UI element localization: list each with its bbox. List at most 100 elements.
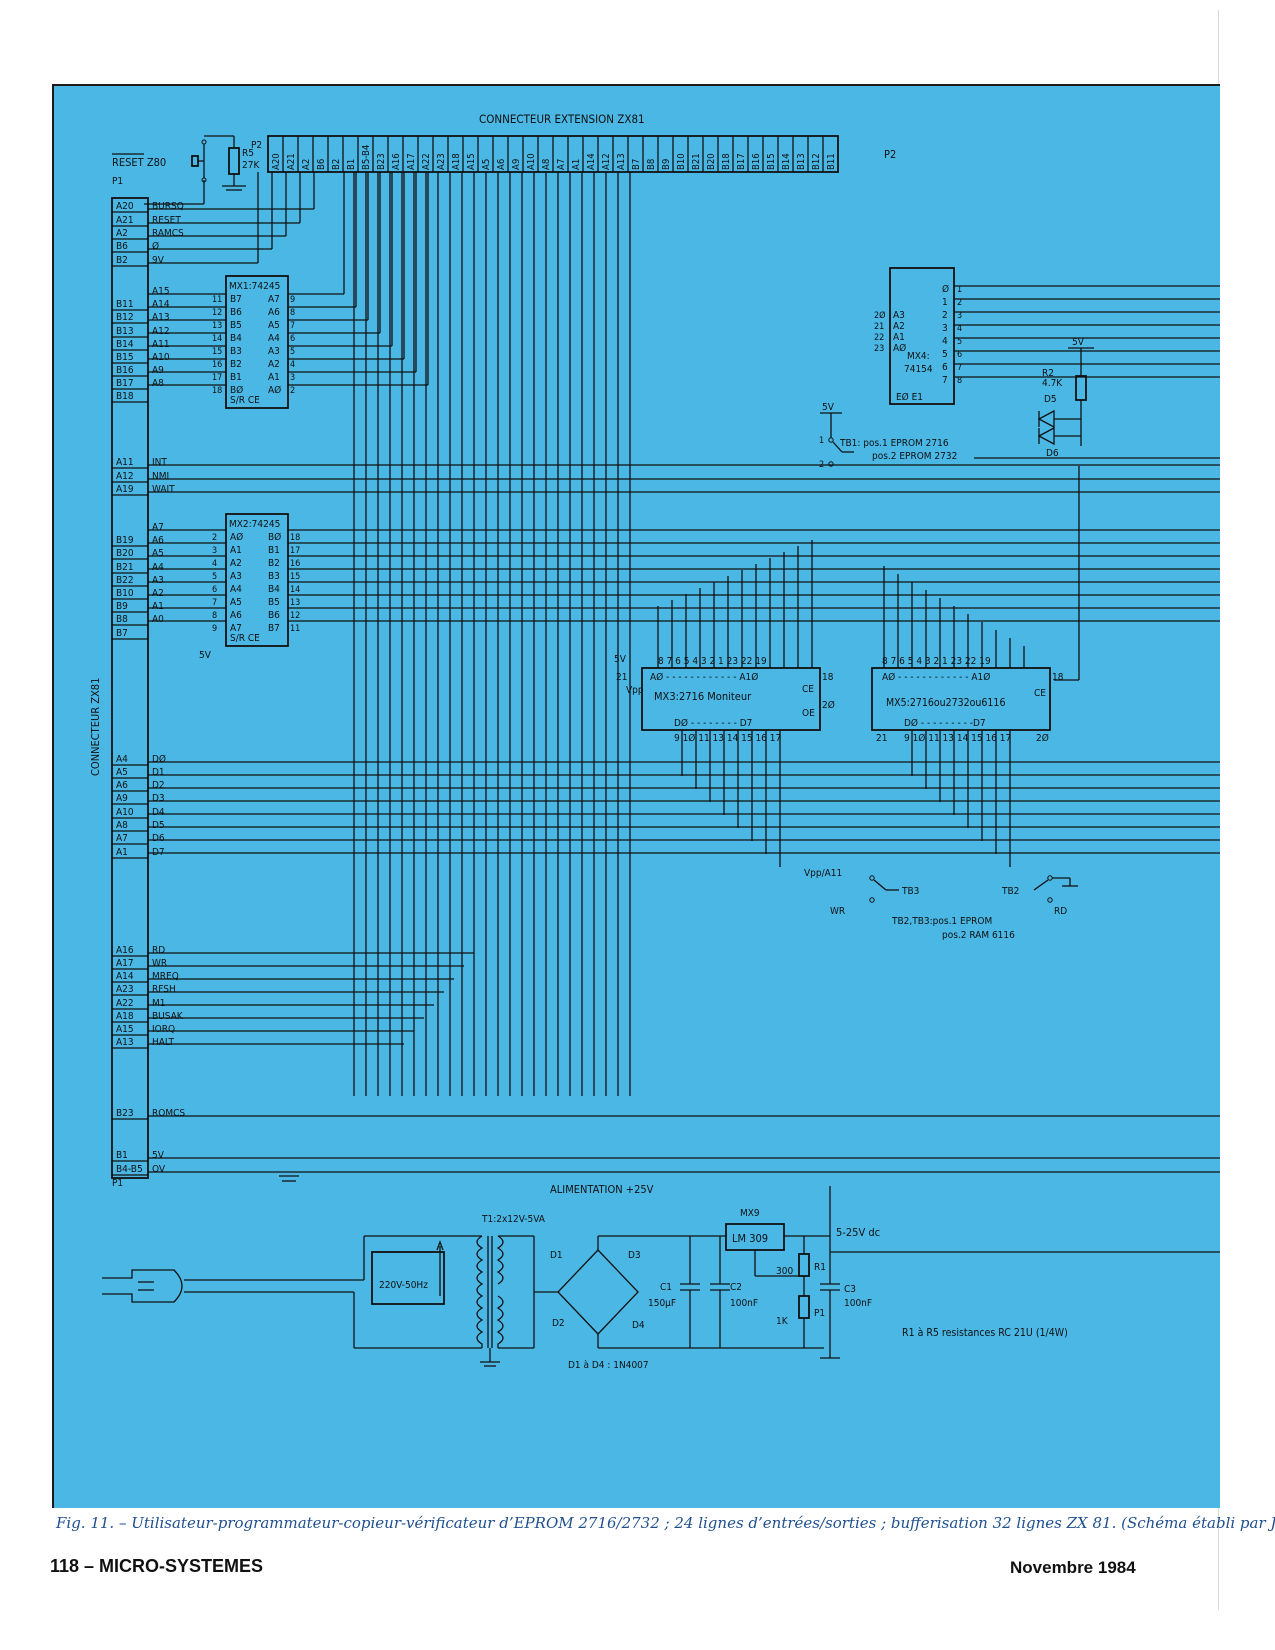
r5-value: 27K (242, 160, 260, 171)
chip-pin-num-left: 5 (212, 572, 217, 582)
chip-pin-left: B6 (230, 307, 242, 318)
chip-pin-left: B4 (230, 333, 242, 344)
mx4-output-num: 2 (957, 298, 962, 308)
tb2-label: TB2 (1001, 886, 1019, 897)
d3-label: D3 (628, 1250, 641, 1261)
chip-pin-num-left: 4 (212, 559, 217, 569)
left-connector-pin: A1 (116, 847, 128, 858)
reset-switch: RESET Z80 R5 27K P2 (112, 135, 262, 205)
transformer-label: T1:2x12V-5VA (481, 1214, 546, 1225)
mx4-output: 5 (942, 349, 948, 360)
d2-label: D2 (552, 1318, 565, 1329)
left-connector-pin: B1 (116, 1150, 128, 1161)
chip-pin-left: B1 (230, 372, 242, 383)
top-connector-pin: B18 (721, 153, 732, 170)
top-connector-pin: A14 (586, 153, 597, 170)
top-connector-pin: B12 (811, 153, 822, 170)
left-connector-pin: B22 (116, 575, 134, 586)
reset-label: RESET Z80 (112, 156, 166, 169)
mx1-title: MX1:74245 (229, 281, 280, 292)
chip-pin-num-left: 7 (212, 598, 217, 608)
chip-pin-num-left: 9 (212, 624, 217, 634)
left-signal-label: INT (152, 457, 167, 468)
left-connector-pin: B20 (116, 548, 134, 559)
left-signal-label: RFSH (152, 984, 176, 995)
c2-label: C2 (730, 1282, 742, 1293)
top-connector-pin: B10 (676, 153, 687, 170)
left-connector-pin: B15 (116, 352, 134, 363)
chip-pin-right: B2 (268, 558, 280, 569)
chip-pin-num-left: 13 (212, 321, 222, 331)
left-connector-pin: A13 (116, 1037, 134, 1048)
chip-pin-num-right: 13 (290, 598, 300, 608)
chip-pin-num-left: 8 (212, 611, 217, 621)
mx4-output: 4 (942, 336, 948, 347)
top-connector-pin: A10 (526, 153, 537, 170)
left-connector-body (111, 197, 149, 1179)
top-connector-pin: A17 (406, 153, 417, 170)
left-signal-label: WR (152, 958, 167, 969)
left-signal-label: 5V (152, 1150, 165, 1161)
left-signal-label: BURSQ (152, 201, 184, 212)
left-signal-label: OV (152, 1164, 166, 1175)
resistor-note: R1 à R5 resistances RC 21U (1/4W) (902, 1327, 1068, 1339)
mx4-output: 3 (942, 323, 948, 334)
left-signal-label: HALT (152, 1037, 175, 1048)
mx3-pin21: 21 (616, 672, 627, 683)
mx4-output: Ø (942, 283, 949, 295)
tb1-label-2: pos.2 EPROM 2732 (872, 451, 957, 462)
chip-pin-left: A4 (230, 584, 242, 595)
mx5-bottom-pins: 9 1Ø 11 13 14 15 16 17 (904, 732, 1011, 744)
top-connector-pin: A20 (271, 153, 282, 170)
jumper-tb2: TB2 RD (1001, 875, 1078, 917)
chip-pin-left: BØ (230, 384, 243, 396)
mx4-output-num: 1 (957, 285, 962, 295)
chip-pin-num-right: 2 (290, 386, 295, 396)
mx4-output: 2 (942, 310, 948, 321)
left-signal-label: A11 (152, 339, 170, 350)
left-connector-pin: A23 (116, 984, 134, 995)
chip-pin-num-left: 11 (212, 295, 222, 305)
left-connector-pin: A8 (116, 820, 128, 831)
left-connector-pin: B9 (116, 601, 128, 612)
chip-pin-num-left: 3 (212, 546, 217, 556)
mx4-input-num: 23 (874, 344, 884, 354)
top-connector-pin: B2 (331, 159, 342, 170)
left-connector-pin: B10 (116, 588, 134, 599)
mx4-input: A1 (893, 332, 905, 343)
left-signal-label: D5 (152, 820, 165, 831)
chip-pin-num-left: 15 (212, 347, 222, 357)
chip-pin-num-right: 17 (290, 546, 300, 556)
mx4-output-num: 8 (957, 376, 962, 386)
chip-pin-right: AØ (268, 384, 281, 396)
mx2-bottom: S/R CE (230, 633, 260, 644)
left-connector-pin: B13 (116, 326, 134, 337)
chip-pin-num-right: 6 (290, 334, 295, 344)
mx4-title: MX4: (907, 351, 930, 362)
top-connector-pin: B14 (781, 153, 792, 170)
chip-pin-num-right: 11 (290, 624, 300, 634)
left-connector-pin: B14 (116, 339, 134, 350)
mx3-pin20: 2Ø (822, 699, 835, 711)
left-signal-label: BUSAK (152, 1011, 184, 1022)
chip-pin-right: A3 (268, 346, 280, 357)
mx5-pin18: 18 (1052, 672, 1064, 683)
tb3-wr: WR (830, 906, 845, 917)
left-connector-pin: A20 (116, 201, 134, 212)
left-signal-label: A10 (152, 352, 170, 363)
chip-pin-right: A2 (268, 359, 280, 370)
tb1-pos1: 1 (819, 436, 824, 446)
left-connector-pin: A17 (116, 958, 134, 969)
left-connector-pin: B6 (116, 241, 128, 252)
chip-pin-num-right: 18 (290, 533, 300, 543)
top-connector-pin: A16 (391, 153, 402, 170)
chip-pin-num-left: 6 (212, 585, 217, 595)
chip-pin-num-right: 9 (290, 295, 295, 305)
c1-label: C1 (660, 1282, 672, 1293)
chip-pin-num-right: 8 (290, 308, 295, 318)
chip-pin-left: A3 (230, 571, 242, 582)
regulator-label: MX9 (740, 1208, 760, 1219)
left-signal-label: D1 (152, 767, 165, 778)
